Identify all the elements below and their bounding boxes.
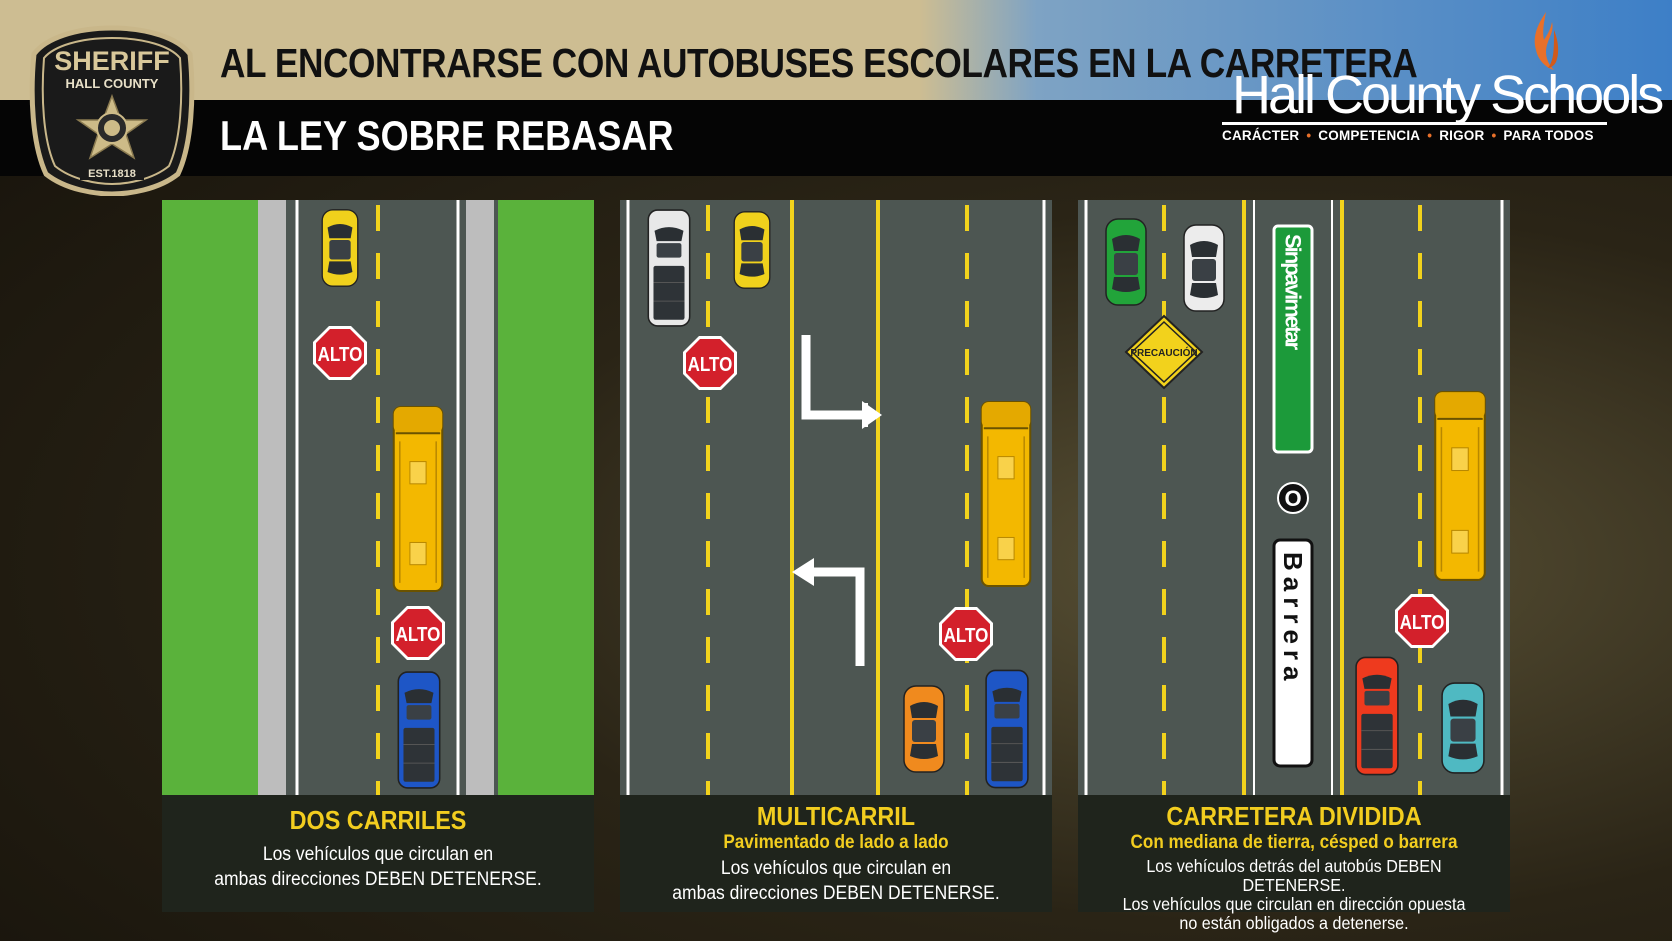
divided-highway-diagram: PRECAUCIÓN ALTO Sinpavimetar O Barrera <box>1078 200 1510 795</box>
yellow-car <box>733 211 771 289</box>
tagline-item: COMPETENCIA <box>1318 128 1421 143</box>
panel-description-line: no están obligados a detenerse. <box>1179 913 1409 933</box>
svg-text:ALTO: ALTO <box>396 623 441 646</box>
median-unpaved-sign: Sinpavimetar <box>1272 224 1314 454</box>
panel-description-line: ambas direcciones DEBEN DETENERSE. <box>672 883 1000 904</box>
stop-sign: ALTO <box>939 607 993 661</box>
school-bus <box>1434 390 1486 582</box>
svg-text:ALTO: ALTO <box>318 343 363 366</box>
school-bus <box>392 405 444 593</box>
schools-logo-name: Hall County Schools <box>1232 65 1664 125</box>
caution-sign: PRECAUCIÓN <box>1124 314 1204 390</box>
turn-right-arrow-icon <box>801 335 865 420</box>
header-background <box>0 0 1672 100</box>
stop-sign: ALTO <box>313 326 367 380</box>
panel-subtitle: Con mediana de tierra, césped o barrera <box>1130 832 1458 853</box>
tagline-item: CARÁCTER <box>1222 128 1300 143</box>
svg-text:ALTO: ALTO <box>688 353 733 376</box>
green-car <box>1105 218 1147 306</box>
panel-title: MULTICARRIL <box>756 801 916 831</box>
red-truck <box>1355 656 1399 776</box>
badge-county-text: HALL COUNTY <box>66 76 159 91</box>
schools-logo: Hall County Schools CARÁCTER•COMPETENCIA… <box>1222 60 1664 150</box>
orange-car <box>903 685 945 773</box>
schools-logo-underline <box>1222 122 1607 125</box>
title-bar <box>0 100 1672 176</box>
median-barrier-sign: Barrera <box>1272 538 1314 768</box>
panel-divided-highway: PRECAUCIÓN ALTO Sinpavimetar O Barrera C… <box>1078 200 1510 933</box>
flame-icon <box>1534 12 1559 70</box>
multilane-road-diagram: ALTO ALTO <box>620 200 1052 795</box>
stop-sign: ALTO <box>683 336 737 390</box>
panel-description-line: Los vehículos que circulan en dirección … <box>1122 894 1466 914</box>
badge-sheriff-text: SHERIFF <box>54 46 170 76</box>
teal-car <box>1441 682 1485 774</box>
panel-two-lanes: ALTO ALTO DOS CARRILES Los vehículos que… <box>162 200 594 912</box>
panel-caption: MULTICARRIL Pavimentado de lado a lado L… <box>620 795 1052 912</box>
white-truck <box>647 209 691 327</box>
blue-truck <box>397 671 441 789</box>
panel-subtitle: Pavimentado de lado a lado <box>723 832 949 853</box>
panel-title: DOS CARRILES <box>289 805 467 835</box>
page-subtitle: LA LEY SOBRE REBASAR <box>220 112 674 159</box>
stop-sign: ALTO <box>391 606 445 660</box>
svg-text:Sinpavimetar: Sinpavimetar <box>1281 234 1306 351</box>
panel-description-line: Los vehículos detrás del autobús DEBEN D… <box>1146 856 1442 895</box>
tagline-item: PARA TODOS <box>1503 128 1594 143</box>
panel-description-line: ambas direcciones DEBEN DETENERSE. <box>214 869 542 890</box>
panel-description-line: Los vehículos que circulan en <box>720 858 952 879</box>
panel-description-line: Los vehículos que circulan en <box>262 844 494 865</box>
panel-caption: DOS CARRILES Los vehículos que circulan … <box>162 795 594 912</box>
median-or-connector: O <box>1277 482 1309 514</box>
turn-left-arrow-icon <box>810 567 865 666</box>
svg-text:ALTO: ALTO <box>1400 611 1445 634</box>
sheriff-star-badge-icon: SHERIFF HALL COUNTY EST.1818 <box>29 25 195 196</box>
svg-text:O: O <box>1284 486 1301 511</box>
panel-multilane: ALTO ALTO MULTICARRIL Pavimentado de lad… <box>620 200 1052 912</box>
svg-text:PRECAUCIÓN: PRECAUCIÓN <box>1130 346 1197 359</box>
panel-title: CARRETERA DIVIDIDA <box>1166 801 1422 831</box>
schools-logo-tagline: CARÁCTER•COMPETENCIA•RIGOR•PARA TODOS <box>1222 128 1594 143</box>
stop-sign: ALTO <box>1395 594 1449 648</box>
white-car <box>1183 224 1225 312</box>
tagline-item: RIGOR <box>1439 128 1485 143</box>
badge-est-text: EST.1818 <box>88 168 136 180</box>
svg-text:Barrera: Barrera <box>1278 552 1308 687</box>
svg-text:ALTO: ALTO <box>944 624 989 647</box>
yellow-car <box>321 209 359 287</box>
two-lane-road-diagram: ALTO ALTO <box>162 200 594 795</box>
blue-truck <box>985 669 1029 789</box>
school-bus <box>980 400 1032 588</box>
panel-caption: CARRETERA DIVIDIDA Con mediana de tierra… <box>1078 795 1510 933</box>
page-title: AL ENCONTRARSE CON AUTOBUSES ESCOLARES E… <box>220 40 1418 86</box>
